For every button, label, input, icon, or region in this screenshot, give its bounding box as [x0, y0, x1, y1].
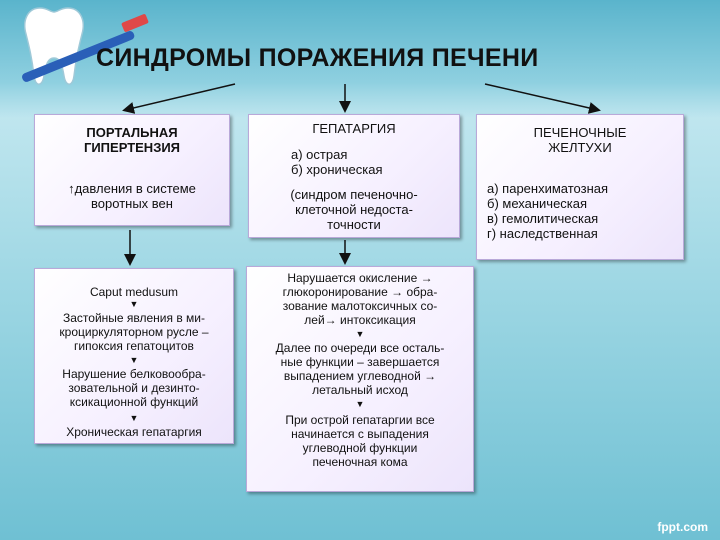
hepat-desc: (синдром печеночно- клеточной недоста- т… — [290, 187, 418, 232]
watermark: fppt.com — [657, 520, 708, 534]
jaundice-box: ПЕЧЕНОЧНЫЕ ЖЕЛТУХИ а) паренхиматозная б)… — [476, 114, 684, 260]
chevron-down-icon: ▼ — [129, 413, 139, 423]
chevron-down-icon: ▼ — [129, 299, 139, 309]
caput-medusum-box: Caput medusum ▼ Застойные явления в ми- … — [34, 268, 234, 444]
portal-hypertension-box: ПОРТАЛЬНАЯ ГИПЕРТЕНЗИЯ ↑давления в систе… — [34, 114, 230, 226]
chevron-down-icon: ▼ — [129, 355, 139, 365]
portal-desc: ↑давления в системе воротных вен — [68, 181, 196, 211]
mech-step-1: Нарушается окисление → глюкоронирование … — [282, 271, 438, 327]
mech-step-3: При острой гепатаргии все начинается с в… — [285, 413, 435, 469]
chevron-down-icon: ▼ — [355, 399, 365, 409]
caput-step-4: Хроническая гепатаргия — [66, 425, 202, 439]
header-band — [0, 0, 720, 118]
portal-header: ПОРТАЛЬНАЯ ГИПЕРТЕНЗИЯ — [83, 125, 181, 155]
caput-step-2: Застойные явления в ми- кроциркуляторном… — [59, 311, 209, 353]
hepat-types: а) острая б) хроническая — [291, 147, 383, 177]
hepat-header: ГЕПАТАРГИЯ — [312, 121, 396, 136]
arrow-to-portal — [122, 83, 236, 114]
hepatargia-box: ГЕПАТАРГИЯ а) острая б) хроническая (син… — [248, 114, 460, 238]
caput-step-3: Нарушение белковообра- зовательной и дез… — [62, 367, 206, 409]
jaund-header: ПЕЧЕНОЧНЫЕ ЖЕЛТУХИ — [533, 125, 627, 155]
arrow-to-jaund — [484, 83, 601, 114]
mechanism-box: Нарушается окисление → глюкоронирование … — [246, 266, 474, 492]
tooth-icon — [22, 7, 149, 85]
jaund-types: а) паренхиматозная б) механическая в) ге… — [487, 181, 609, 241]
mech-step-2: Далее по очереди все осталь- ные функции… — [275, 341, 445, 397]
page-title: СИНДРОМЫ ПОРАЖЕНИЯ ПЕЧЕНИ — [96, 44, 539, 72]
caput-step-1: Caput medusum — [89, 285, 179, 299]
chevron-down-icon: ▼ — [355, 329, 365, 339]
up-arrow-icon: ↑ — [68, 181, 75, 196]
